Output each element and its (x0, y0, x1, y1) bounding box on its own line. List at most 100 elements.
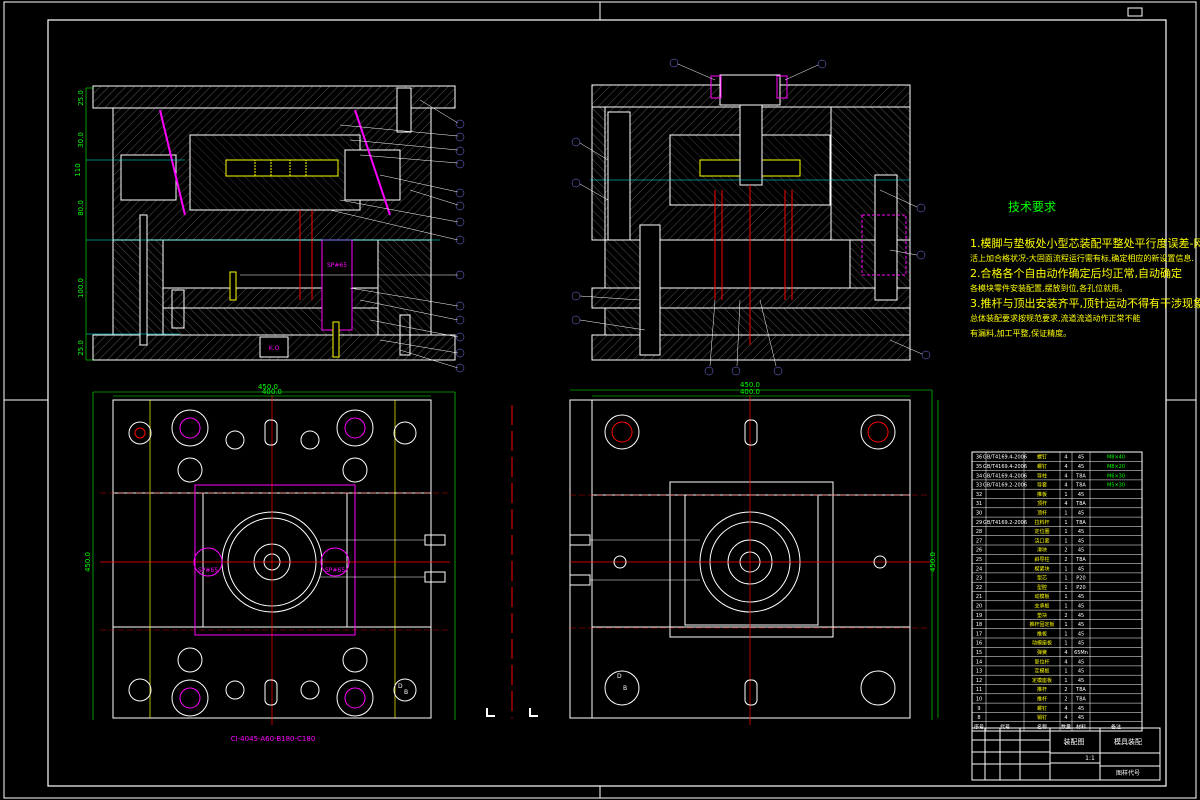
bom-cell: 45 (1078, 706, 1084, 712)
bom-cell: 推杆 (1037, 686, 1047, 693)
bom-cell: 65Mn (1074, 650, 1088, 656)
bom-cell: 螺钉 (1037, 463, 1047, 470)
bom-cell: T8A (1075, 520, 1086, 526)
bom-cell: T8A (1075, 687, 1086, 693)
bom-cell: 45 (1078, 715, 1084, 721)
dim-v-1: 25.0 (77, 90, 85, 106)
bom-cell: 25 (976, 557, 982, 563)
bom-cell: 复位杆 (1034, 658, 1049, 665)
tech-line: 活上加合格状况-大固面流程运行需有标,确定相应的新设置信息. (970, 254, 1194, 263)
bom-cell: 45 (1078, 529, 1084, 535)
bom-cell: 8 (977, 715, 980, 721)
bom-header-cell: 代号 (1000, 723, 1010, 730)
drawing-frame (3, 1, 1197, 799)
right-plan-view (569, 389, 939, 725)
ko-label: K.O (269, 345, 280, 352)
bom-cell: 20 (976, 603, 982, 609)
bom-cell: 楔紧块 (1034, 565, 1049, 572)
bom-cell: T8A (1075, 696, 1086, 702)
title-block (971, 727, 1161, 781)
bom-cell: 2 (1064, 696, 1067, 702)
bom-cell: 45 (1078, 492, 1084, 498)
bom-cell: 1 (1064, 529, 1067, 535)
title-block-title: 装配图 (1064, 737, 1085, 746)
bom-cell: 1 (1064, 594, 1067, 600)
bom-cell: 45 (1078, 622, 1084, 628)
right-width-inner: 400.0 (740, 388, 760, 396)
bom-cell: 45 (1078, 594, 1084, 600)
tech-line: 有漏料,加工平整,保证精度。 (970, 329, 1072, 338)
bom-header-cell: 名称 (1037, 723, 1047, 730)
bom-cell: 45 (1078, 631, 1084, 637)
tech-requirements-lines: 1.模脚与垫板处小型芯装配平整处平行度误差-网格可基准活上加合格状况-大固面流程… (970, 236, 1200, 341)
bom-cell: 2 (1064, 613, 1067, 619)
bom-header-cell: 备注 (1111, 723, 1121, 730)
bom-cell: 推杆 (1037, 695, 1047, 702)
right-view-balloons (571, 58, 931, 376)
bom-cell: 19 (976, 613, 982, 619)
bom-cell: 螺钉 (1037, 454, 1047, 461)
bom-cell: 推杆固定板 (1029, 621, 1054, 628)
front-width-inner: 400.0 (262, 388, 282, 396)
bom-cell: M5×30 (1107, 483, 1125, 489)
tech-line: 各模块零件安装配置,摆放到位,各孔位就用。 (970, 284, 1128, 293)
bom-cell: 1 (1064, 622, 1067, 628)
bom-cell: M8×40 (1107, 455, 1125, 461)
bom-cell: 4 (1064, 464, 1067, 470)
bom-cell: 28 (976, 529, 982, 535)
bom-cell: 1 (1064, 603, 1067, 609)
dim-v-2: 30.0 (77, 132, 85, 148)
bom-cell: 4 (1064, 715, 1067, 721)
bom-cell: GB/T4169.4-2006 (983, 473, 1027, 479)
bom-cell: 45 (1078, 510, 1084, 516)
bom-cell: 4 (1064, 659, 1067, 665)
bom-cell: T8A (1075, 501, 1086, 507)
bom-cell: 45 (1078, 659, 1084, 665)
bom-cell: 15 (976, 650, 982, 656)
bom-cell: 4 (1064, 473, 1067, 479)
dim-v-4: 80.0 (77, 200, 85, 216)
bom-cell: 顶杆 (1037, 509, 1047, 516)
dim-v-3: 110 (74, 163, 82, 176)
bom-cell: 30 (976, 510, 982, 516)
bom-cell: 4 (1064, 483, 1067, 489)
mold-code: CI-4045-A60-B180-C180 (231, 735, 316, 743)
d-label: D (398, 683, 403, 690)
bom-cell: 4 (1064, 455, 1067, 461)
bom-cell: 45 (1078, 548, 1084, 554)
bom-cell: 45 (1078, 641, 1084, 647)
bom-cell: 滑块 (1037, 547, 1047, 554)
bom-cell: 31 (976, 501, 982, 507)
b-label: B (404, 689, 408, 696)
section-markers (486, 405, 538, 718)
sp-plan2: SP#65 (325, 567, 345, 574)
bom-cell: 10 (976, 696, 982, 702)
bom-cell: 45 (1078, 566, 1084, 572)
bom-cell: 定位圈 (1034, 528, 1049, 535)
tech-requirements-title: 技术要求 (1008, 200, 1057, 214)
drawing-code: 图样代号 (1116, 769, 1140, 777)
bom-cell: 1 (1064, 566, 1067, 572)
bom-cell: 浇口套 (1034, 537, 1049, 544)
bom-cell: M8×20 (1107, 464, 1125, 470)
bom-cell: 45 (1078, 538, 1084, 544)
bom-cell: 4 (1064, 706, 1067, 712)
title-block-texts: 装配图 模具装配 图样代号 1:1 (1064, 737, 1143, 777)
scale-value: 1:1 (1085, 755, 1095, 762)
bom-cell: 45 (1078, 455, 1084, 461)
bom-cell: T8A (1075, 483, 1086, 489)
bom-cell: 斜导柱 (1034, 556, 1049, 563)
bom-cell: M6×30 (1107, 473, 1125, 479)
bom-cell: 45 (1078, 613, 1084, 619)
bom-cell: 型腔 (1037, 584, 1047, 591)
bom-cell: 45 (1078, 464, 1084, 470)
bom-cell: 4 (1064, 650, 1067, 656)
left-view-balloons (240, 99, 465, 373)
bom-cell: 36 (976, 455, 982, 461)
bom-cell: 12 (976, 678, 982, 684)
bom-cell: 顶杆 (1037, 500, 1047, 507)
bom-cell: 推板 (1037, 630, 1047, 637)
bom-header-cell: 材料 (1076, 723, 1086, 730)
